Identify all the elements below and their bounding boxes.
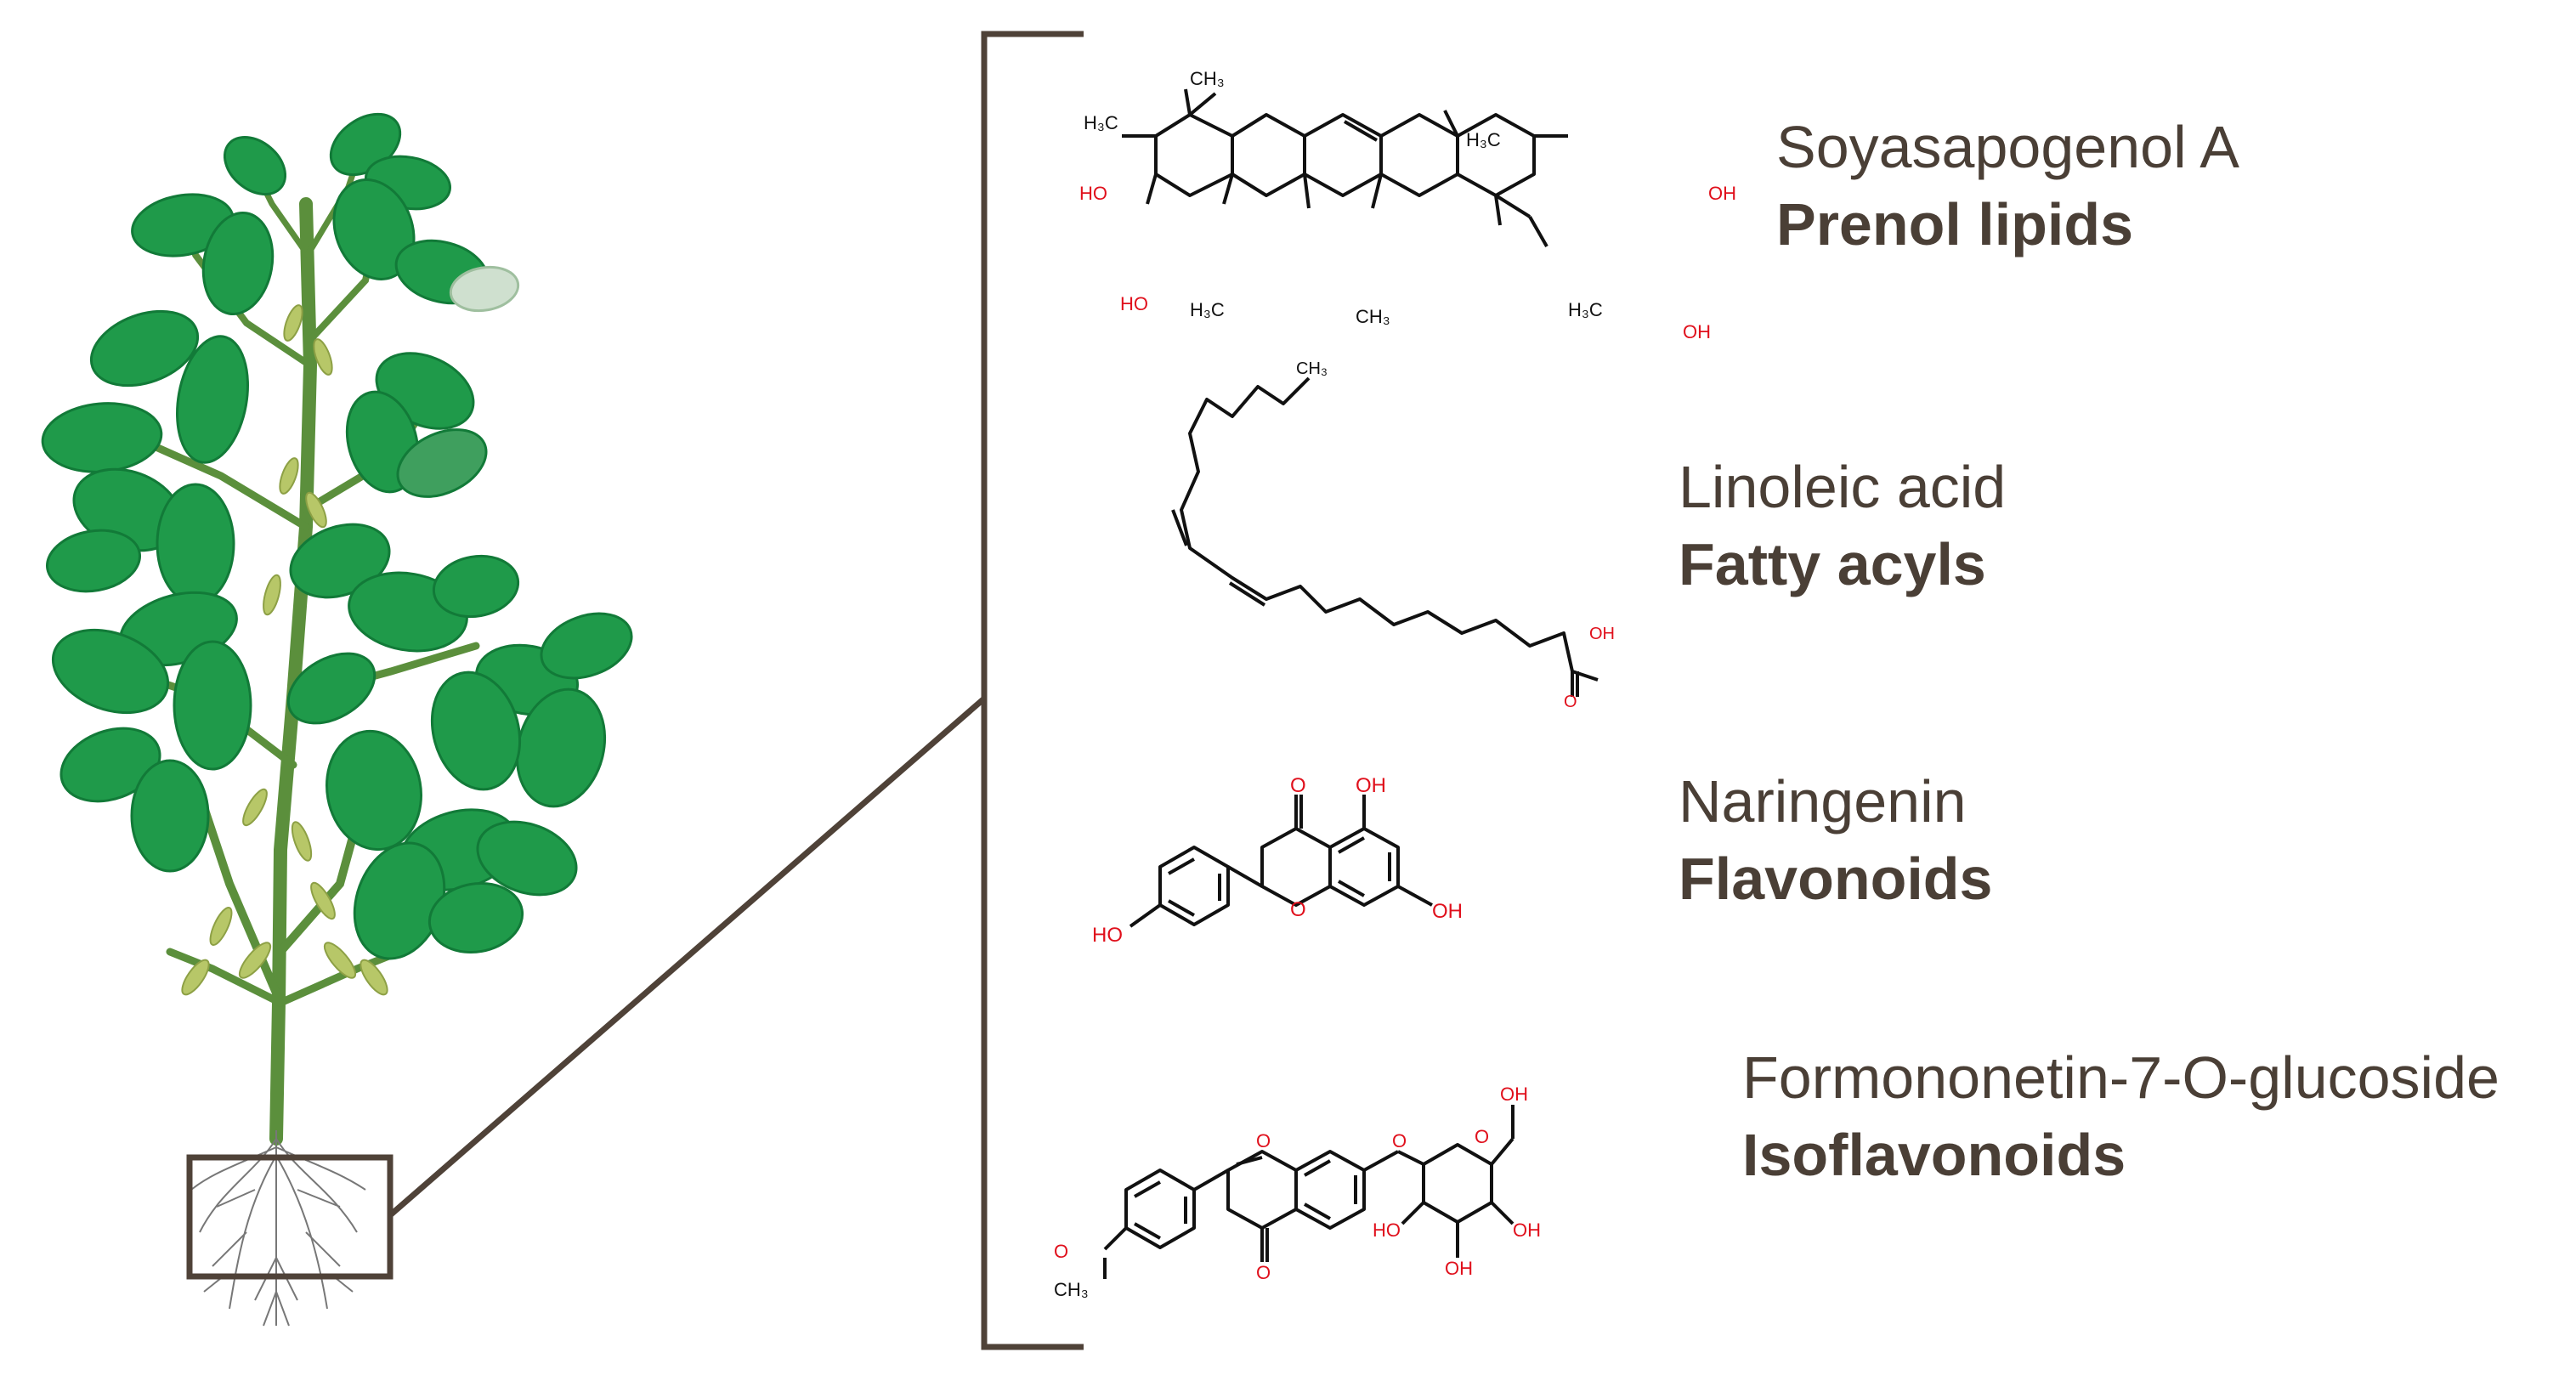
atom-label-ch3: CH₃ [1296,359,1328,378]
root-zoom-box-icon [186,1154,393,1280]
atom-label-o: O [1256,1130,1271,1151]
compound-label-formononetin-glucoside: Formononetin-7-O-glucoside Isoflavonoids [1742,1045,2500,1188]
atom-label-o: O [1290,898,1306,921]
compound-name: Naringenin [1679,768,1967,835]
naringenin-atom-labels: O OH O OH HO [1092,774,1463,947]
compound-label-naringenin: Naringenin Flavonoids [1679,769,1992,912]
compound-name: Linoleic acid [1679,454,2007,520]
compound-bracket [981,31,1084,1350]
atom-label-oh: OH [1708,183,1736,204]
compound-class: Prenol lipids [1776,191,2134,257]
compound-name: Formononetin-7-O-glucoside [1742,1044,2500,1111]
atom-label-ch3: CH₃ [1190,68,1225,89]
soyasapogenol-a-structure [1122,88,1568,247]
atom-label-h3c: H₃C [1190,299,1225,320]
atom-label-ch3: CH₃ [1356,306,1390,327]
atom-label-oh: OH [1432,900,1463,923]
atom-label-oh: OH [1589,625,1615,643]
atom-label-oh: OH [1513,1219,1541,1241]
atom-label-o: O [1475,1126,1489,1147]
atom-label-ho: HO [1373,1219,1401,1241]
atom-label-h3c: H₃C [1466,129,1501,150]
compound-class: Fatty acyls [1679,531,1986,597]
formononetin-glucoside-atom-labels: O O O OH O HO OH OH O CH₃ [1054,1084,1541,1300]
compound-class: Flavonoids [1679,846,1993,912]
atom-label-oh: OH [1445,1258,1473,1279]
atom-label-oh: OH [1500,1084,1528,1105]
atom-label-o: O [1392,1130,1407,1151]
atom-label-o: O [1564,693,1577,711]
atom-label-h3c: H₃C [1084,112,1118,133]
linoleic-acid-atom-labels: CH₃ OH O [1296,359,1615,711]
linoleic-acid-structure [1171,376,1599,697]
atom-label-oh: OH [1356,774,1386,797]
compound-label-linoleic-acid: Linoleic acid Fatty acyls [1679,455,2006,597]
zoom-connector-line [388,696,987,1218]
compound-name: Soyasapogenol A [1776,114,2239,180]
soyasapogenol-a-atom-labels: H₃C CH₃ HO HO H₃C CH₃ H₃C OH H₃C OH [1079,68,1736,342]
atom-label-oh: OH [1683,321,1711,342]
atom-label-h3c: H₃C [1568,299,1603,320]
formononetin-glucoside-structure [1103,1105,1514,1279]
soybean-plant-icon [41,112,633,1146]
atom-label-ho: HO [1120,293,1148,314]
compound-class: Isoflavonoids [1742,1122,2126,1188]
atom-label-ho: HO [1092,924,1123,947]
atom-label-o: O [1054,1241,1068,1262]
atom-label-o: O [1290,774,1306,797]
atom-label-ch3: CH₃ [1054,1279,1089,1300]
atom-label-ho: HO [1079,183,1107,204]
atom-label-o: O [1256,1262,1271,1283]
compound-label-soyasapogenol-a: Soyasapogenol A Prenol lipids [1776,115,2239,257]
naringenin-structure [1129,795,1433,928]
